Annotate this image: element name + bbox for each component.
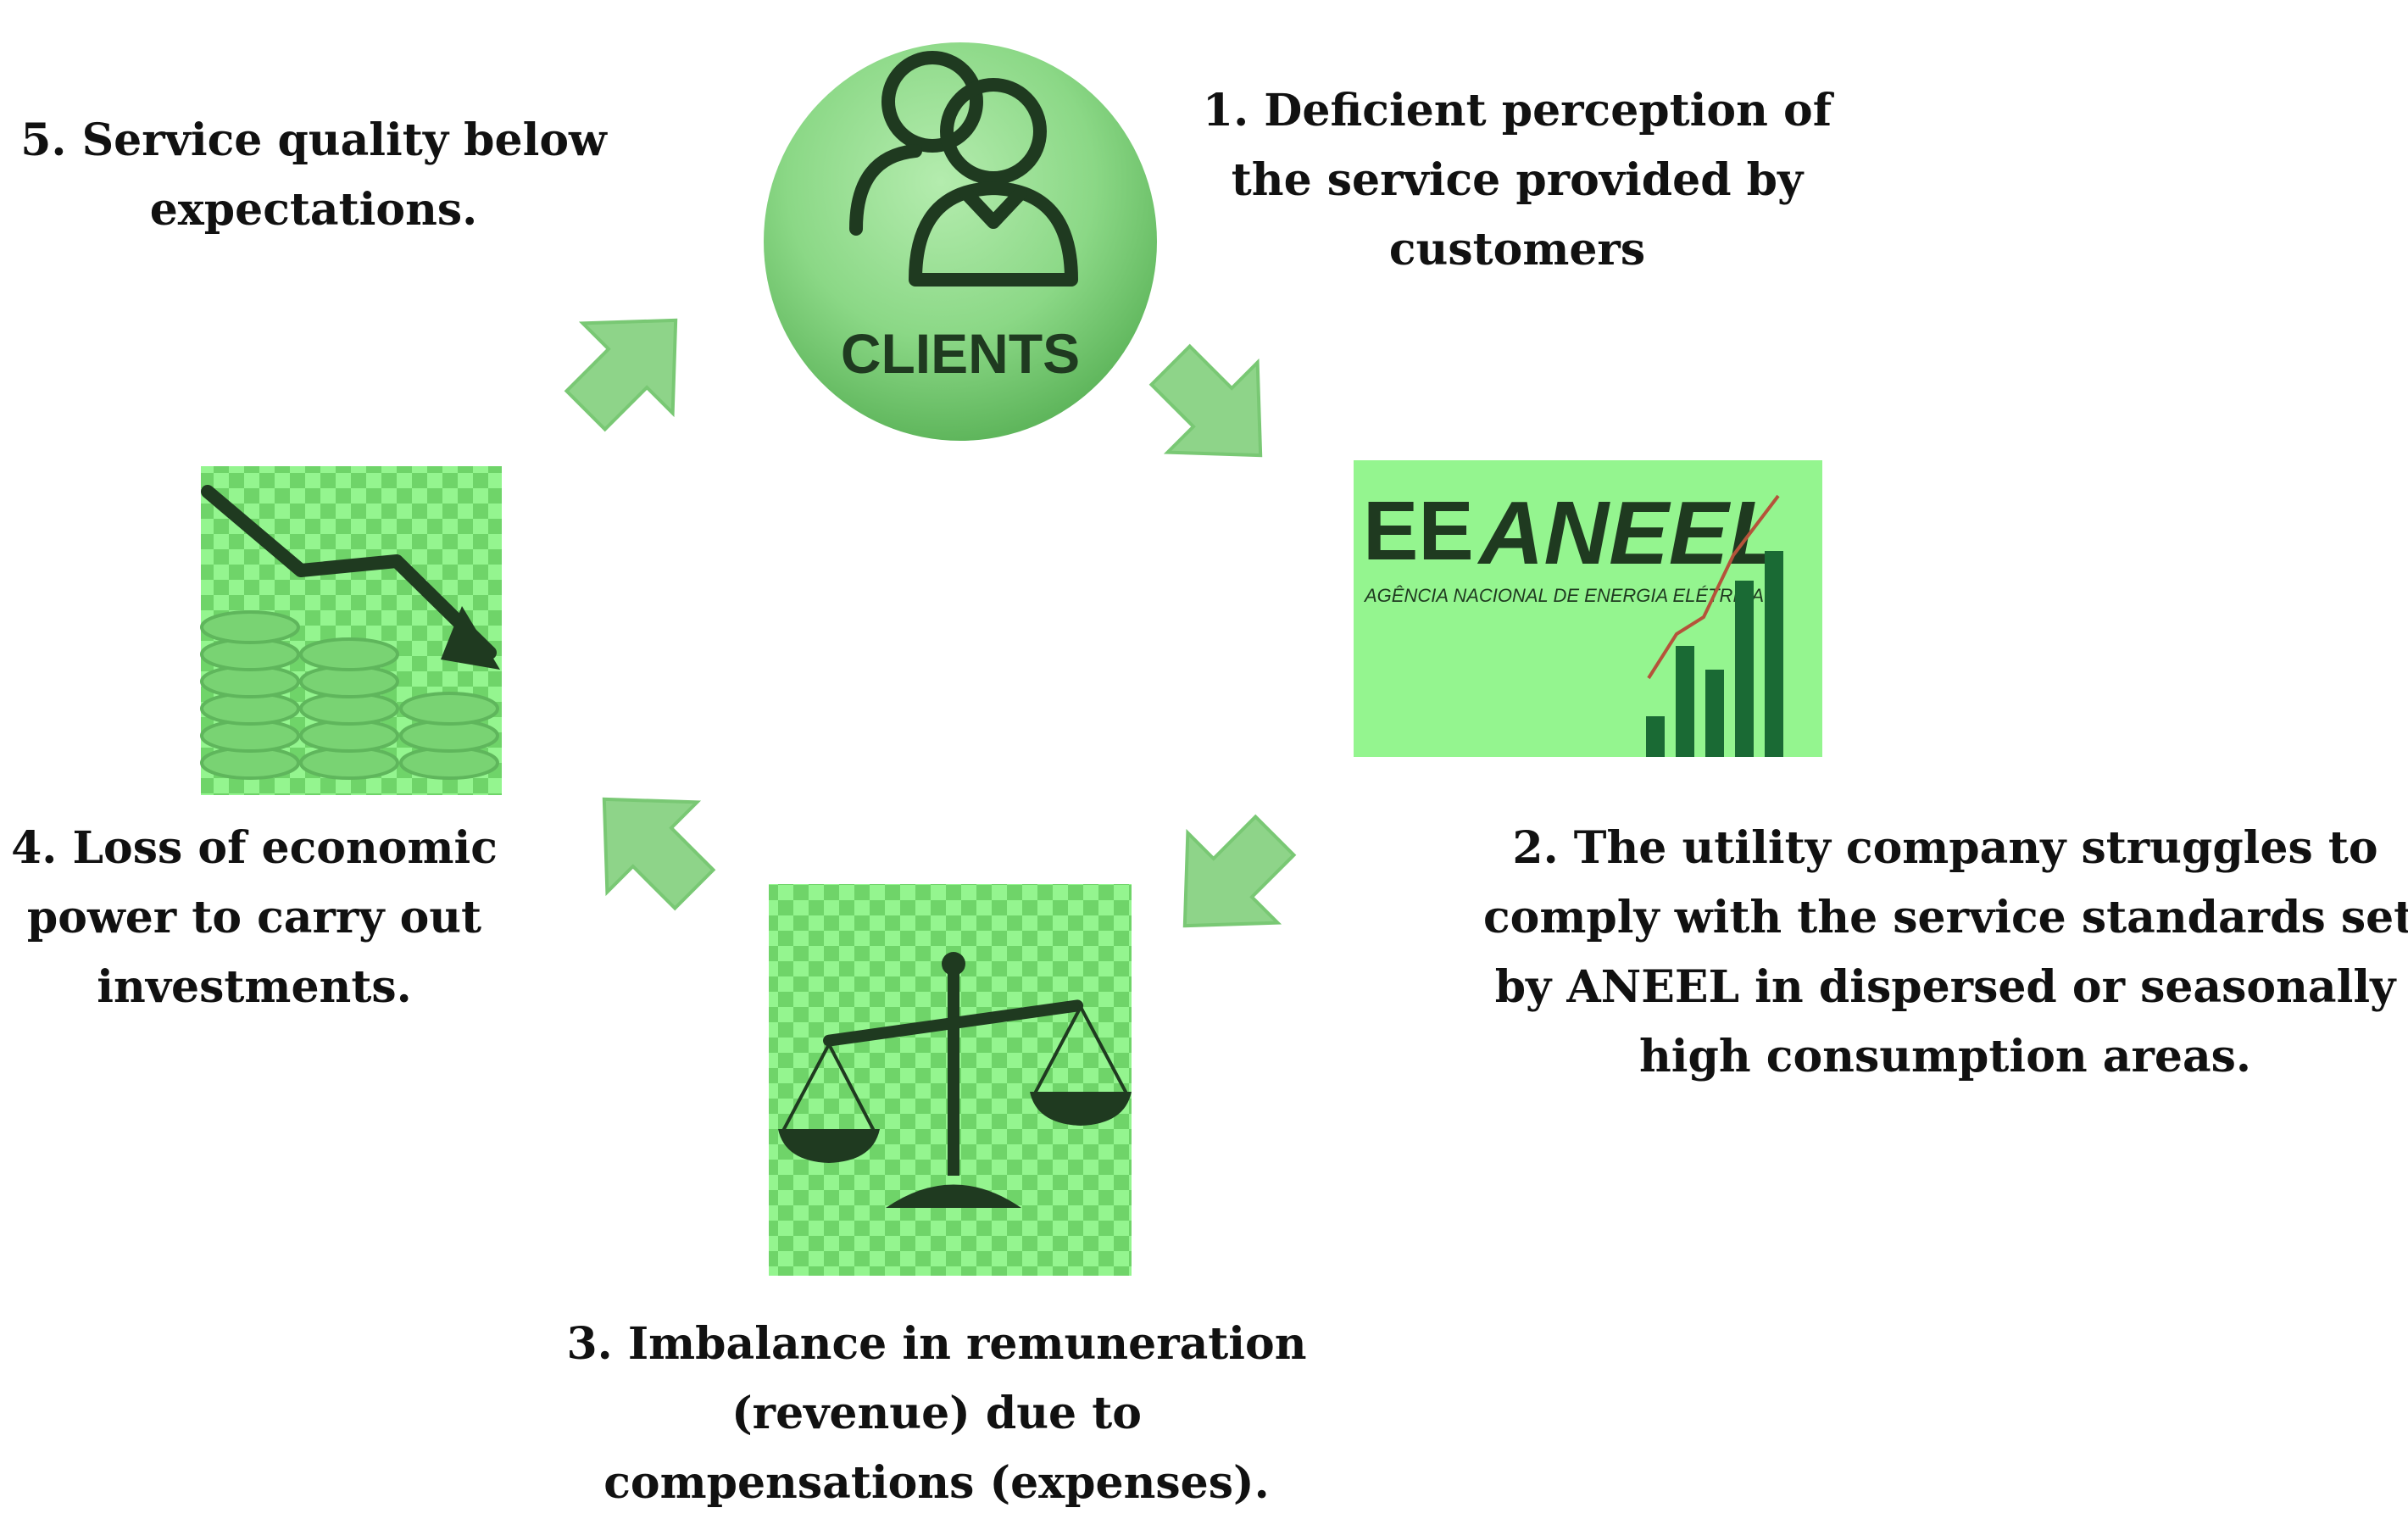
users-icon — [849, 51, 1078, 287]
clients-label: CLIENTS — [841, 322, 1080, 385]
clients-circle — [764, 42, 1157, 441]
aneel-node: EE ANEEL AGÊNCIA NACIONAL DE ENERGIA ELÉ… — [1354, 460, 1822, 757]
aneel-logo-text: ANEEL — [1476, 483, 1783, 583]
step-2-line: high consumption areas. — [1638, 1031, 2252, 1082]
balance-node — [769, 884, 1132, 1276]
step-2-caption: 2. The utility company struggles to comp… — [1483, 814, 2408, 1092]
rising-bar-chart-icon — [1646, 494, 1783, 757]
aneel-logo: EE ANEEL AGÊNCIA NACIONAL DE ENERGIA ELÉ… — [1363, 483, 1783, 606]
aneel-logo-subtitle: AGÊNCIA NACIONAL DE ENERGIA ELÉTRICA — [1363, 585, 1764, 606]
step-1-line: the service provided by — [1231, 154, 1804, 206]
step-1-line: 1. Deficient perception of — [1202, 85, 1832, 136]
arrow-balance-to-economy — [559, 754, 739, 934]
step-4-line: 4. Loss of economic — [11, 822, 498, 874]
clients-node: CLIENTS — [764, 42, 1157, 441]
arrow-aneel-to-balance — [1140, 791, 1320, 971]
step-2-line: 2. The utility company struggles to — [1512, 822, 2378, 874]
step-5-caption: 5. Service quality below expectations. — [17, 106, 610, 245]
step-1-line: customers — [1388, 224, 1646, 275]
economy-node — [200, 466, 502, 795]
step-3-caption: 3. Imbalance in remuneration (revenue) d… — [542, 1310, 1331, 1518]
falling-coins-icon — [200, 485, 500, 780]
arrow-clients-to-aneel — [1126, 320, 1305, 500]
step-5-line: 5. Service quality below — [20, 114, 607, 166]
step-4-line: power to carry out — [26, 892, 482, 943]
step-2-line: comply with the service standards set — [1483, 892, 2408, 943]
aneel-logo-mark: EE — [1363, 484, 1474, 577]
step-1-caption: 1. Deficient perception of the service p… — [1170, 76, 1865, 285]
step-4-caption: 4. Loss of economic power to carry out i… — [0, 814, 509, 1022]
step-2-line: by ANEEL in dispersed or seasonally — [1494, 961, 2396, 1013]
step-4-line: investments. — [97, 961, 412, 1013]
arrow-economy-to-clients — [541, 275, 720, 455]
step-5-line: expectations. — [149, 184, 478, 236]
step-3-line: compensations (expenses). — [603, 1457, 1270, 1509]
step-3-line: (revenue) due to — [731, 1388, 1142, 1439]
balance-scale-icon — [778, 952, 1132, 1208]
step-3-line: 3. Imbalance in remuneration — [566, 1318, 1307, 1370]
